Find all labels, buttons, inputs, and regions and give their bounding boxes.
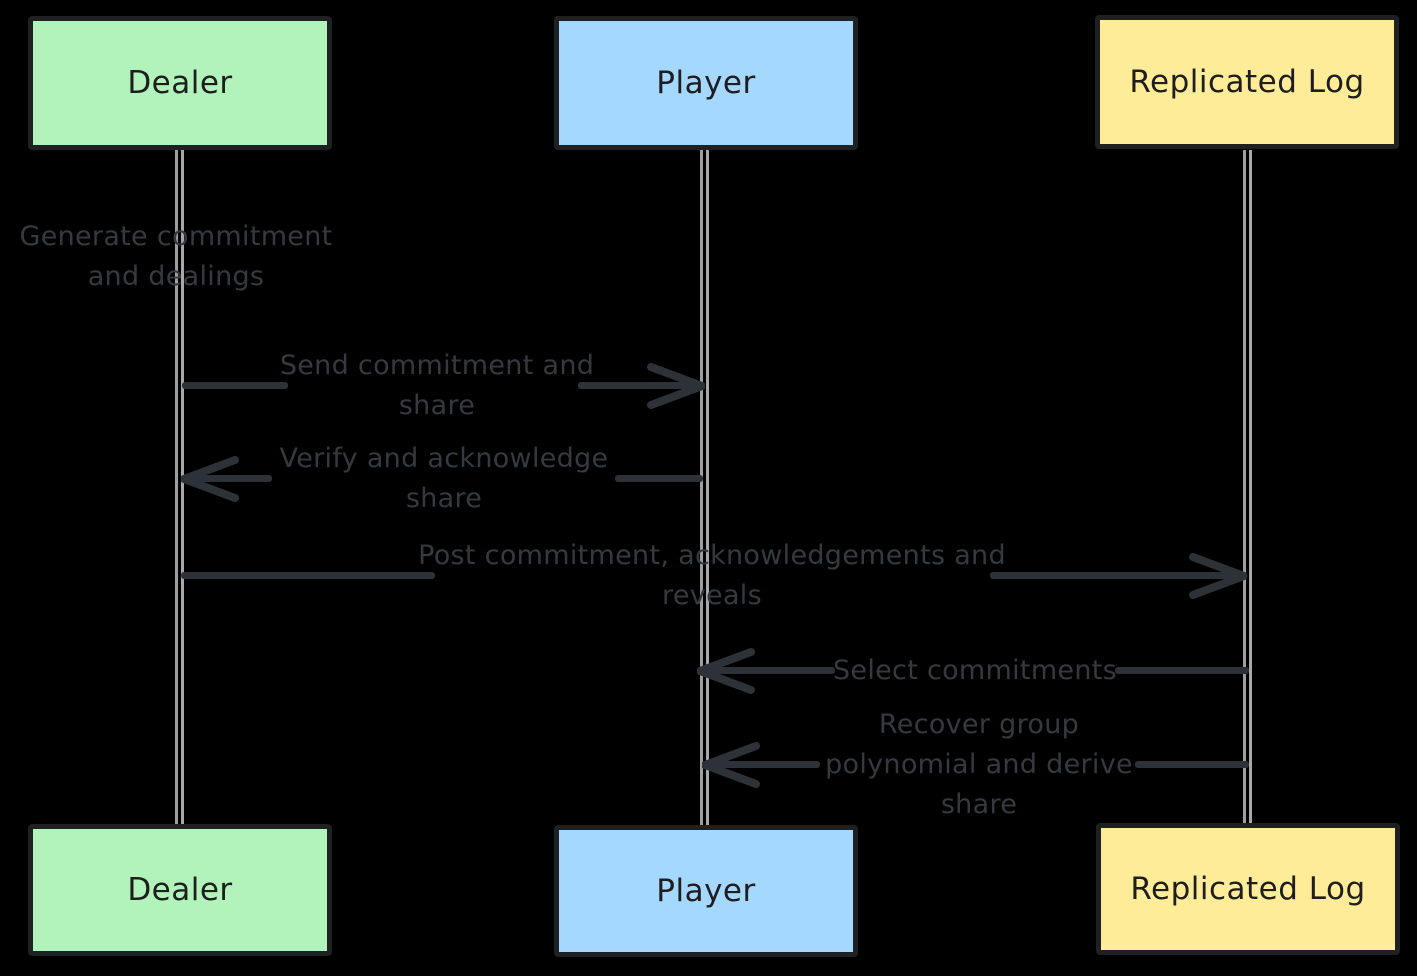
actor-label-dealer: Dealer bbox=[127, 872, 233, 908]
arrow-recover-group-shaft-left bbox=[708, 761, 820, 768]
label-post-commitment: Post commitment, acknowledgements and re… bbox=[418, 540, 1006, 611]
arrowhead-left-icon bbox=[181, 456, 239, 502]
arrow-verify-shaft-right bbox=[615, 475, 703, 482]
lifeline-replicated-log bbox=[1243, 150, 1252, 826]
actor-label-replicated-log: Replicated Log bbox=[1129, 64, 1365, 100]
label-recover-group: Recover group polynomial and derive shar… bbox=[825, 709, 1133, 820]
arrow-verify-shaft-left bbox=[186, 475, 272, 482]
lifeline-dealer bbox=[175, 150, 184, 826]
arrowhead-left-icon bbox=[697, 648, 755, 694]
arrowhead-right-icon bbox=[1189, 553, 1247, 599]
actor-box-dealer-top: Dealer bbox=[28, 16, 332, 150]
note-generate-commitment: Generate commitment and dealings bbox=[19, 221, 333, 292]
actor-label-player: Player bbox=[656, 65, 756, 101]
actor-box-player-bottom: Player bbox=[554, 825, 858, 957]
actor-label-dealer: Dealer bbox=[127, 65, 233, 101]
actor-box-dealer-bottom: Dealer bbox=[28, 824, 332, 956]
arrow-post-commitment-shaft-right bbox=[990, 572, 1241, 579]
label-select-commitments: Select commitments bbox=[832, 655, 1118, 686]
arrow-select-commitments-shaft-right bbox=[1115, 667, 1249, 674]
arrow-send-commitment-shaft-left bbox=[182, 382, 288, 389]
actor-box-replicated-log-bottom: Replicated Log bbox=[1096, 823, 1400, 955]
lifeline-player bbox=[700, 150, 709, 826]
arrowhead-left-icon bbox=[702, 742, 760, 788]
actor-box-replicated-log-top: Replicated Log bbox=[1095, 15, 1399, 149]
arrow-send-commitment-shaft-right bbox=[578, 382, 701, 389]
actor-box-player-top: Player bbox=[554, 16, 858, 150]
actor-label-replicated-log: Replicated Log bbox=[1130, 871, 1366, 907]
arrowhead-right-icon bbox=[647, 363, 705, 409]
label-send-commitment: Send commitment and share bbox=[279, 350, 595, 421]
label-verify-acknowledge: Verify and acknowledge share bbox=[279, 443, 609, 514]
arrow-post-commitment-shaft-left bbox=[181, 572, 435, 579]
arrow-select-commitments-shaft-left bbox=[703, 667, 835, 674]
arrow-recover-group-shaft-right bbox=[1135, 761, 1249, 768]
actor-label-player: Player bbox=[656, 873, 756, 909]
